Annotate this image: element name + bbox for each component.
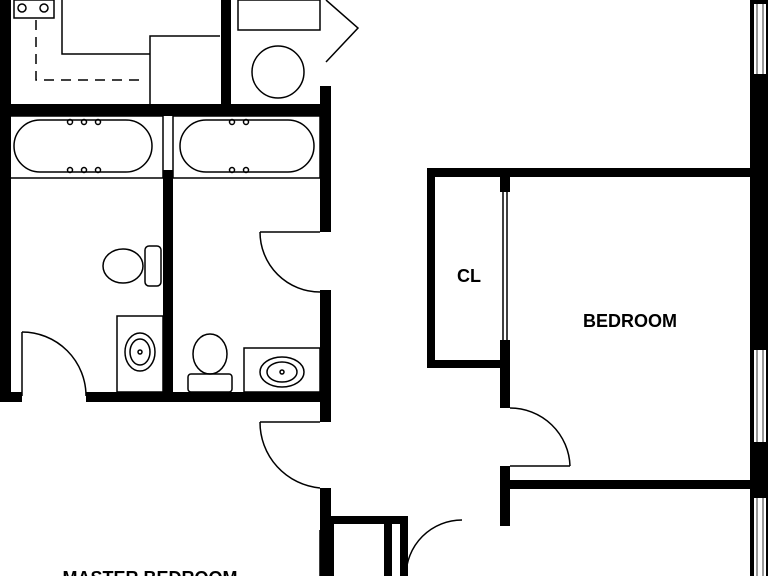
closet-right-wall-top <box>500 174 510 192</box>
counter-edge <box>61 0 150 55</box>
window-bedroom <box>754 350 766 442</box>
bathtub-right-outline <box>172 115 321 179</box>
toilet-tank-icon <box>187 373 233 393</box>
bath-corridor-wall-upper <box>320 86 331 232</box>
left-bath-fixtures <box>102 245 164 393</box>
bathtub-right <box>172 115 321 179</box>
bathtub-right-basin <box>179 119 315 173</box>
kitchen-area <box>13 0 220 104</box>
closet-label: CL <box>457 266 481 286</box>
bathtub-left-outline <box>9 115 164 179</box>
stove-burner-icon <box>17 3 27 13</box>
bathtub-left <box>9 115 164 179</box>
bath-bottom-wall <box>86 392 331 402</box>
toilet-bowl-icon <box>102 248 144 284</box>
bedroom-door-jamb <box>500 466 510 526</box>
window-bottom <box>754 498 766 576</box>
counter-outline <box>35 20 146 81</box>
bedroom-top-wall <box>427 168 768 177</box>
vanity-left <box>116 315 164 393</box>
bath-top-wall <box>0 104 326 116</box>
water-heater-icon <box>251 45 305 99</box>
closet-right-wall-bottom <box>500 340 510 408</box>
laundry-area <box>237 0 360 99</box>
toilet-bowl-icon <box>192 333 228 375</box>
sink-left-icon <box>124 332 156 372</box>
bedroom-label: BEDROOM <box>583 311 677 331</box>
doors <box>21 192 571 576</box>
stove-burner-icon <box>39 3 49 13</box>
bathtub-left-basin <box>13 119 153 173</box>
stove <box>13 0 55 19</box>
vanity-right <box>243 347 321 393</box>
master-door-swing <box>259 421 321 489</box>
left-wall-upper <box>0 0 11 400</box>
left-bath-door-swing <box>21 331 87 397</box>
closet-left-wall <box>427 168 435 366</box>
corridor-wall-lower <box>320 488 331 576</box>
windows <box>754 4 766 576</box>
sink-right-icon <box>259 356 305 388</box>
kitchen-laundry-wall <box>221 0 231 108</box>
bath-bottom-wall-left <box>0 392 22 402</box>
cabinet-outline <box>149 35 220 104</box>
washer-outline <box>237 0 321 31</box>
closet-bottom-wall <box>427 360 505 368</box>
hall-closet-top-wall <box>326 516 404 524</box>
bedroom-door-swing <box>509 407 571 467</box>
hall-closet-right-wall <box>384 516 392 576</box>
hall-closet-left-wall <box>326 516 334 576</box>
hall-door-jamb <box>400 516 408 576</box>
hall-door-swing <box>405 519 463 576</box>
bedroom-bottom-wall <box>500 480 768 489</box>
bath-door-swing <box>259 231 321 293</box>
toilet-tank-icon <box>144 245 162 287</box>
laundry-door-swing <box>325 0 360 63</box>
right-bath-fixtures <box>187 333 321 393</box>
window-top <box>754 4 766 74</box>
right-exterior-wall <box>750 0 768 576</box>
master-bedroom-label: MASTER BEDROOM <box>63 568 238 576</box>
bath-corridor-wall-mid <box>320 290 331 422</box>
bath-divider-wall <box>163 170 173 396</box>
